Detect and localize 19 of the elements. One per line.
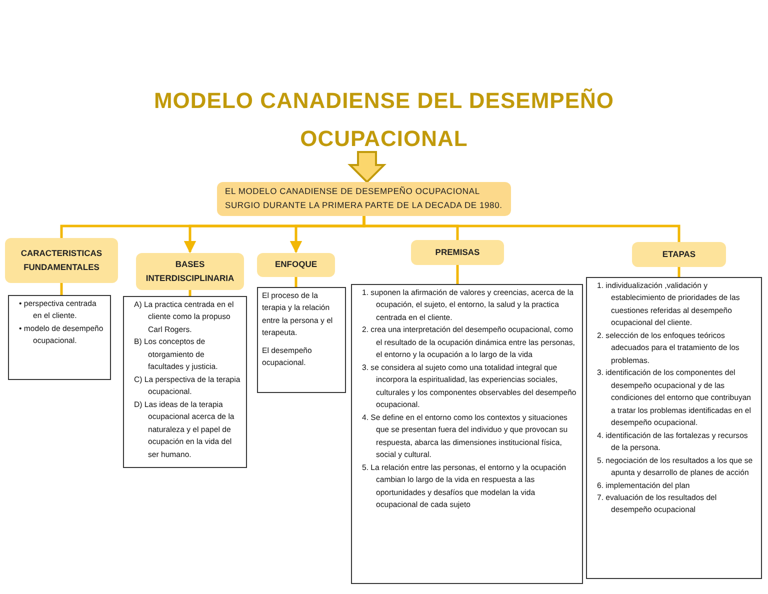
- heading-box: ENFOQUE: [257, 253, 335, 277]
- connector: [362, 216, 680, 242]
- connector: [456, 265, 459, 284]
- numbered-list-box: [123, 296, 247, 468]
- connector: [294, 277, 298, 287]
- heading-box: CARACTERISTICAS FUNDAMENTALES: [5, 238, 118, 283]
- numbered-list-box: [8, 295, 111, 380]
- connector: [188, 290, 192, 296]
- connector: [678, 267, 680, 277]
- heading-box: BASES INTERDISCIPLINARIA: [136, 253, 244, 290]
- text-box: [257, 287, 346, 393]
- heading-box: ETAPAS: [632, 242, 726, 267]
- numbered-list-box: [586, 277, 762, 579]
- block-arrow: [348, 151, 386, 184]
- summary-box: EL MODELO CANADIENSE DE DESEMPEÑO OCUPACIONAL SURGIO DURANTE LA PRIMERA PARTE DE LA DECADA DE 1980.: [217, 182, 511, 216]
- title: MODELO CANADIENSE DEL DESEMPEÑO OCUPACIONAL: [152, 87, 616, 153]
- numbered-list-box: [351, 284, 583, 584]
- connector: [60, 283, 63, 295]
- heading-box: PREMISAS: [411, 240, 504, 265]
